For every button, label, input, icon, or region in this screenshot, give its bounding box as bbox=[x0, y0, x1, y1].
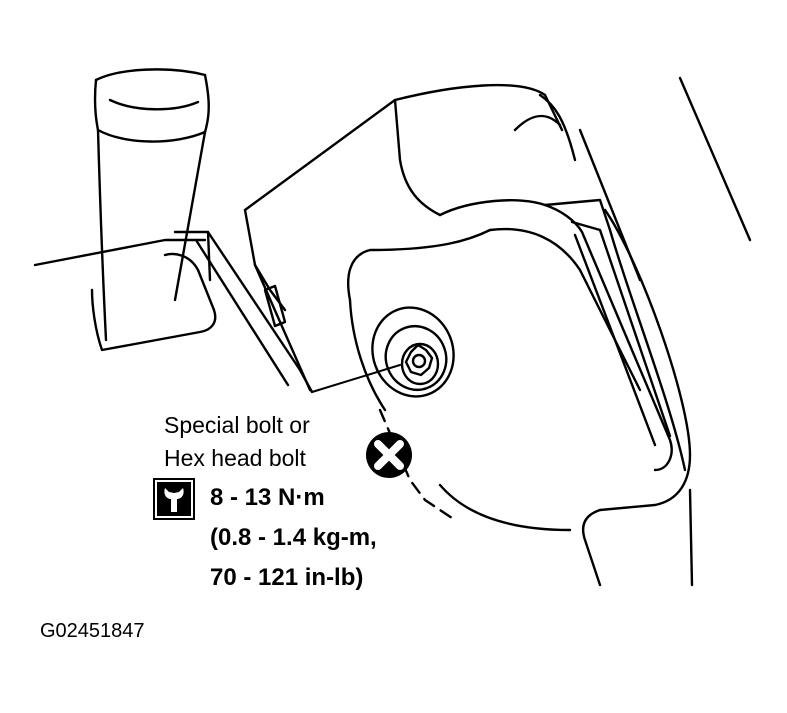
callout-line-2: Hex head bolt bbox=[164, 445, 306, 471]
callout-line-1: Special bolt or bbox=[164, 412, 310, 438]
figure-id: G02451847 bbox=[40, 620, 145, 642]
column-arm bbox=[33, 68, 314, 394]
torque-spec-kgm: (0.8 - 1.4 kg-m, bbox=[210, 524, 377, 551]
wrench-torque-icon bbox=[153, 478, 195, 520]
bolt-boss bbox=[371, 306, 455, 398]
x-circle-icon bbox=[366, 432, 412, 478]
torque-spec-nm: 8 - 13 N·m bbox=[210, 484, 325, 511]
housing bbox=[243, 76, 752, 587]
torque-spec-inlb: 70 - 121 in-lb) bbox=[210, 564, 364, 591]
callout-leader-line bbox=[311, 364, 401, 393]
